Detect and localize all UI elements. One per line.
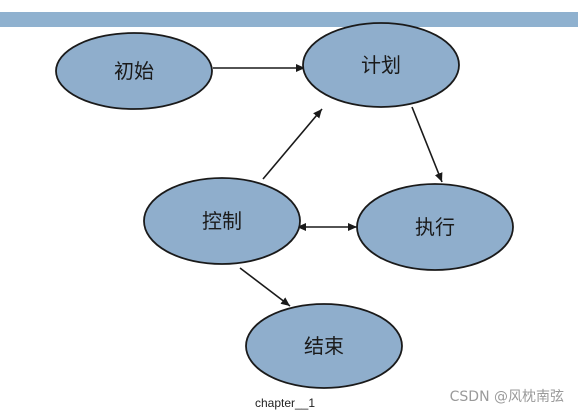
node-end-shape (245, 303, 403, 389)
node-control-shape (143, 177, 301, 265)
edge-plan-to-execute (411, 106, 443, 183)
node-execute: 执行 (356, 183, 514, 271)
node-control-label: 控制 (202, 209, 242, 233)
node-execute-shape (356, 183, 514, 271)
node-plan-label: 计划 (361, 53, 401, 77)
edge-control-to-plan (262, 108, 323, 180)
node-start: 初始 (55, 32, 213, 110)
node-plan-shape (302, 22, 460, 108)
node-execute-label: 执行 (415, 215, 455, 239)
node-end-label: 结束 (304, 334, 344, 358)
caption-text: chapter__1 (254, 396, 316, 410)
edge-control-to-end (239, 267, 291, 307)
node-plan: 计划 (302, 22, 460, 108)
node-start-shape (55, 32, 213, 110)
node-control: 控制 (143, 177, 301, 265)
node-start-label: 初始 (114, 59, 154, 83)
watermark: CSDN @风枕南弦 (449, 389, 564, 405)
chapter-caption: chapter__1 (0, 396, 578, 410)
node-end: 结束 (245, 303, 403, 389)
header-bar (0, 12, 578, 27)
